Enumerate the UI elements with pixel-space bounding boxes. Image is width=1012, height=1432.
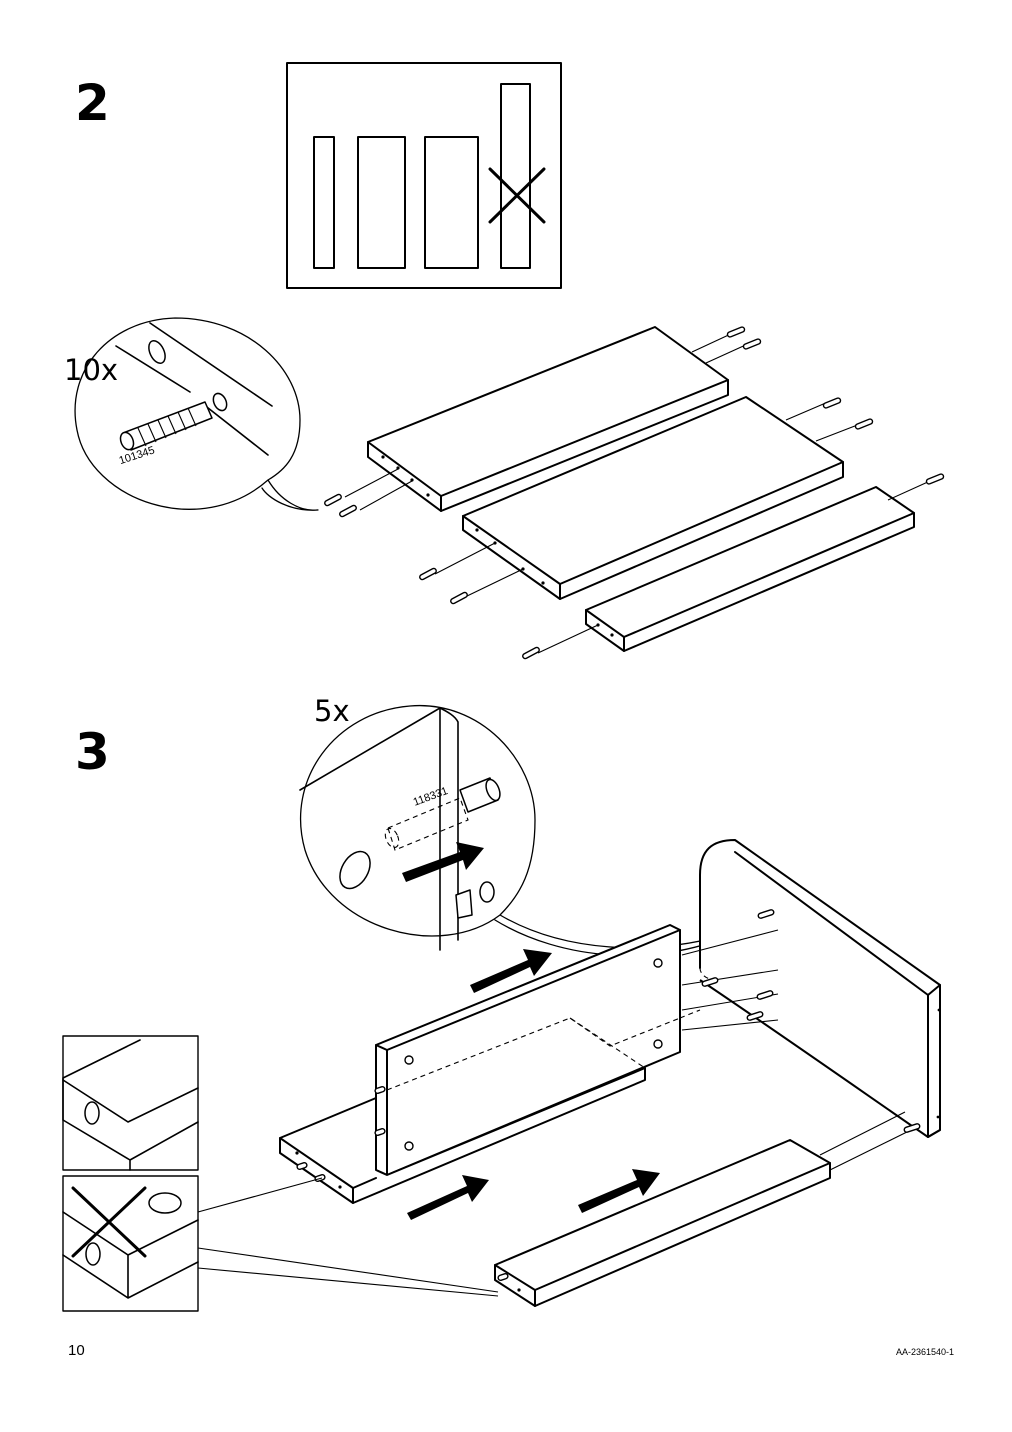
panel-medium [357,136,406,269]
front-rail [494,1139,831,1307]
step-2-number: 2 [75,74,110,132]
shelf-bottom [585,486,915,652]
panel-selection-box [286,62,562,289]
direction-arrow-right-icon [578,1169,660,1213]
cross-mark-icon [71,1186,147,1258]
document-code: AA-2361540-1 [896,1347,955,1357]
connector-guides [296,909,921,1281]
dowels-step2 [324,326,945,660]
edge-detail-correct [62,1035,199,1171]
edge-detail-incorrect [62,1175,499,1312]
cross-mark-icon [488,167,546,224]
panel-wide [424,136,479,269]
cam-dowel-icon [384,777,501,919]
bottom-shelf [279,1009,701,1204]
step-3-number: 3 [75,723,110,781]
shelf-top [367,326,729,512]
cam-dowel-detail-circle: 118331 [299,705,743,957]
shelf-middle [462,396,844,600]
direction-arrow-left-icon [407,1175,489,1220]
dowel-icon [119,401,213,451]
panel-excluded [500,83,531,269]
direction-arrow-top-icon [470,949,552,993]
dowel-detail-circle: 101345 [74,317,319,511]
insert-arrow-icon [402,842,484,882]
side-panel [699,839,941,1138]
cam-dowel-part-number: 118331 [412,785,450,809]
panel-narrow-1 [313,136,335,269]
back-panel [375,924,681,1176]
cam-dowel-quantity: 5x [314,694,350,728]
page-number: 10 [68,1342,85,1359]
